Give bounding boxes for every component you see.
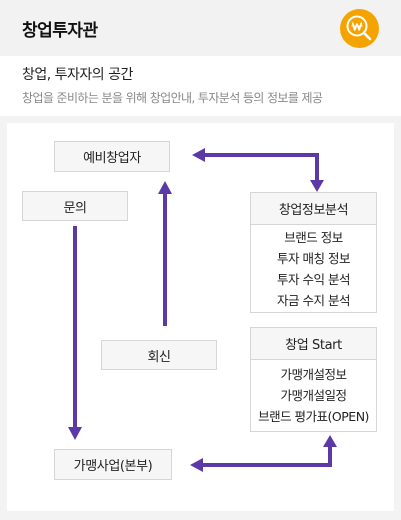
- node-start-list: 가맹개설정보 가맹개설일정 브랜드 평가표(OPEN): [250, 360, 377, 432]
- arrowhead-up-start: [323, 435, 337, 447]
- node-pre-founder-label: 예비창업자: [83, 151, 141, 166]
- node-inquiry: 문의: [22, 191, 128, 221]
- node-analysis-list: 브랜드 정보 투자 매칭 정보 투자 수익 분석 자금 수지 분석: [250, 225, 377, 313]
- won-search-icon[interactable]: [340, 9, 379, 48]
- header-bar: 창업투자관: [0, 0, 401, 56]
- node-pre-founder: 예비창업자: [54, 141, 170, 172]
- arrowhead-to-hq: [68, 427, 82, 440]
- node-analysis-title-label: 창업정보분석: [278, 203, 349, 218]
- node-start-title-label: 창업 Start: [285, 338, 342, 353]
- page-title: 창업투자관: [22, 21, 98, 41]
- list-item: 가맹개설일정: [280, 388, 347, 403]
- list-item: 브랜드 정보: [284, 230, 343, 245]
- node-franchise-hq: 가맹사업(본부): [54, 449, 172, 480]
- list-item: 투자 수익 분석: [277, 272, 350, 287]
- node-inquiry-label: 문의: [63, 200, 87, 216]
- list-item: 가맹개설정보: [280, 367, 347, 382]
- arrowhead-left-hq: [190, 458, 203, 472]
- arrowhead-to-analysis: [310, 180, 324, 192]
- intro-subtitle: 창업, 투자자의 공간: [22, 67, 133, 83]
- node-reply: 회신: [101, 340, 217, 370]
- node-reply-label: 회신: [147, 349, 171, 365]
- node-franchise-hq-label: 가맹사업(본부): [73, 459, 153, 474]
- arrowhead-to-prefounder: [192, 148, 205, 162]
- node-analysis-title: 창업정보분석: [250, 192, 377, 225]
- intro-description: 창업을 준비하는 분을 위해 창업안내, 투자분석 등의 정보를 제공: [22, 91, 323, 105]
- arrow-analysis-to-prefounder: [204, 153, 319, 183]
- node-start-title: 창업 Start: [250, 327, 377, 360]
- list-item: 투자 매칭 정보: [277, 251, 350, 266]
- arrowhead-up-prefounder: [158, 181, 172, 194]
- list-item: 자금 수지 분석: [277, 293, 350, 308]
- list-item: 브랜드 평가표(OPEN): [258, 409, 369, 424]
- arrow-start-to-hq: [202, 445, 332, 467]
